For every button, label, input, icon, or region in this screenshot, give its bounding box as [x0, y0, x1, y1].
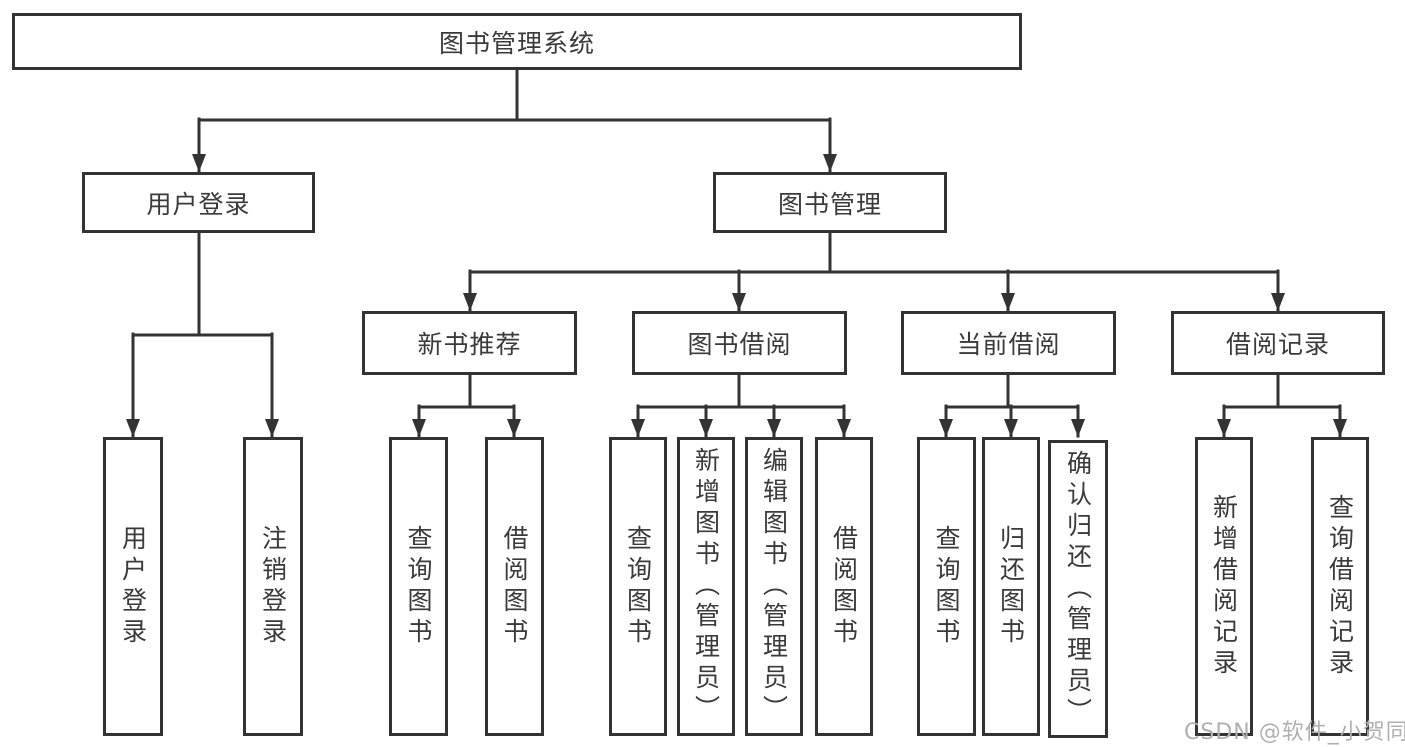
node-label: 借阅图书 — [500, 524, 529, 649]
node-label: 用户登录 — [118, 524, 148, 649]
leaf-logout: 注销登录 — [243, 437, 303, 736]
leaf-current-query-books: 查询图书 — [917, 437, 976, 736]
node-label: 新增图书（管理员） — [691, 447, 721, 726]
connector-root-to-level2 — [192, 68, 837, 173]
node-new-book-recommendation: 新书推荐 — [362, 311, 577, 375]
leaf-user-login: 用户登录 — [103, 437, 163, 736]
node-book-management: 图书管理 — [713, 172, 947, 233]
node-label: 查询图书 — [623, 524, 653, 649]
node-book-borrowing: 图书借阅 — [632, 311, 847, 375]
node-label: 图书管理 — [777, 189, 882, 219]
node-label: 图书借阅 — [687, 330, 792, 359]
node-borrowing-records: 借阅记录 — [1171, 311, 1385, 375]
leaf-current-confirm-return-admin: 确认归还（管理员） — [1048, 440, 1108, 738]
node-label: 图书管理系统 — [438, 28, 595, 58]
node-label: 编辑图书（管理员） — [759, 447, 789, 726]
leaf-borrow-query-books: 查询图书 — [609, 437, 667, 736]
leaf-borrow-edit-books-admin: 编辑图书（管理员） — [745, 437, 803, 736]
leaf-records-add-record: 新增借阅记录 — [1195, 437, 1253, 736]
node-label: 新增借阅记录 — [1209, 493, 1239, 680]
connector-book-management-children — [463, 231, 1285, 312]
node-label: 借阅记录 — [1225, 330, 1330, 359]
csdn-watermark: CSDN @软件_小贺同学 — [1184, 720, 1405, 745]
connector-user-login-children — [126, 231, 279, 438]
leaf-records-query-record: 查询借阅记录 — [1311, 437, 1369, 736]
leaf-newrec-borrow-books: 借阅图书 — [485, 437, 544, 736]
node-label: 用户登录 — [146, 189, 251, 219]
node-user-login: 用户登录 — [82, 172, 315, 233]
leaf-borrow-borrow-books: 借阅图书 — [815, 437, 873, 736]
node-label: 借阅图书 — [829, 524, 859, 649]
connector-book-borrow-children — [631, 373, 851, 438]
leaf-current-return-books: 归还图书 — [982, 437, 1040, 736]
node-label: 当前借阅 — [956, 330, 1061, 359]
leaf-newrec-query-books: 查询图书 — [389, 437, 448, 736]
node-library-management-system: 图书管理系统 — [12, 13, 1022, 70]
node-label: 查询图书 — [932, 524, 961, 649]
node-current-borrowing: 当前借阅 — [901, 311, 1116, 375]
connector-borrow-records-children — [1217, 373, 1347, 438]
node-label: 新书推荐 — [417, 330, 522, 359]
connector-current-borrow-children — [939, 373, 1085, 438]
node-label: 查询借阅记录 — [1325, 493, 1355, 680]
leaf-borrow-add-books-admin: 新增图书（管理员） — [677, 437, 735, 736]
node-label: 查询图书 — [404, 524, 433, 649]
node-label: 确认归还（管理员） — [1063, 449, 1093, 729]
connector-new-book-children — [412, 373, 521, 438]
node-label: 注销登录 — [258, 524, 288, 649]
node-label: 归还图书 — [996, 524, 1026, 649]
